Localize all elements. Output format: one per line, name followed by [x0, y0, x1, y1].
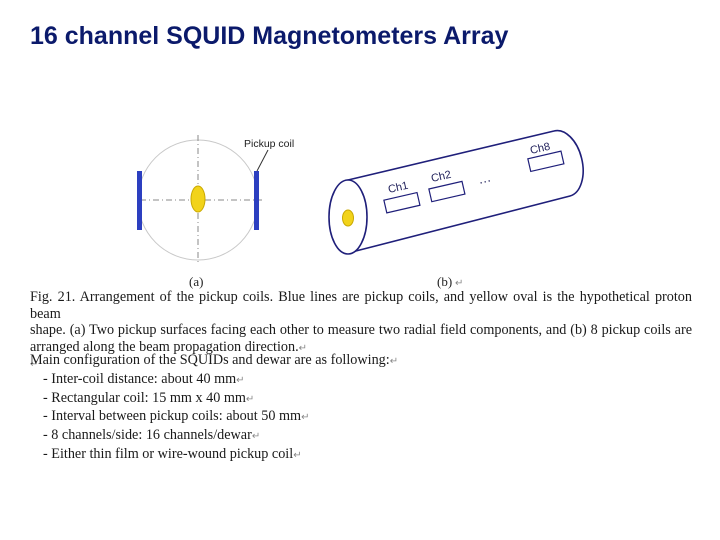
pickup-coil-figure: Pickup coil (a) Ch1 Ch2 Ch8 … (b) ↵: [137, 129, 584, 289]
pickup-coil-right: [254, 171, 259, 230]
channel-label-ch8: Ch8: [529, 141, 551, 157]
proton-beam-oval: [190, 185, 206, 213]
config-heading: Main configuration of the SQUIDs and dew…: [30, 352, 399, 368]
configuration-list: Main configuration of the SQUIDs and dew…: [30, 352, 630, 465]
config-item: - Rectangular coil: 15 mm x 40 mm↵: [43, 389, 255, 406]
channel-coil-ch2: [428, 180, 466, 203]
channel-coil-ch8: [527, 150, 565, 173]
pickup-coil-left: [137, 171, 142, 230]
empty-paragraph-mark: ↵: [30, 359, 39, 370]
caption-line-1: Fig. 21. Arrangement of the pickup coils…: [30, 289, 692, 322]
panel-b-label: (b): [437, 274, 452, 289]
config-item: - Either thin film or wire-wound pickup …: [43, 445, 302, 462]
caption-line-3: arranged along the beam propagation dire…: [30, 338, 308, 355]
panel-b: Ch1 Ch2 Ch8 … (b) ↵: [328, 129, 584, 289]
config-item: - Inter-coil distance: about 40 mm↵: [43, 370, 245, 387]
panel-a-label: (a): [189, 274, 203, 289]
channel-ellipsis: …: [476, 169, 492, 187]
config-item: - 8 channels/side: 16 channels/dewar↵: [43, 427, 261, 444]
pickup-coil-label: Pickup coil: [244, 138, 294, 150]
proton-beam-dot: [342, 209, 354, 227]
channel-label-ch1: Ch1: [387, 180, 409, 196]
pickup-coil-leader-line: [256, 149, 269, 172]
panel-a: Pickup coil (a): [137, 135, 294, 289]
channel-coil-ch1: [383, 191, 421, 214]
config-item: - Interval between pickup coils: about 5…: [43, 408, 310, 425]
caption-line-2: shape. (a) Two pickup surfaces facing ea…: [30, 322, 692, 338]
dewar-cylinder-body: [347, 129, 584, 255]
return-mark-b: ↵: [455, 278, 463, 289]
figure-caption: Fig. 21. Arrangement of the pickup coils…: [30, 289, 692, 374]
slide-title: 16 channel SQUID Magnetometers Array: [30, 22, 509, 50]
channel-label-ch2: Ch2: [430, 169, 452, 185]
